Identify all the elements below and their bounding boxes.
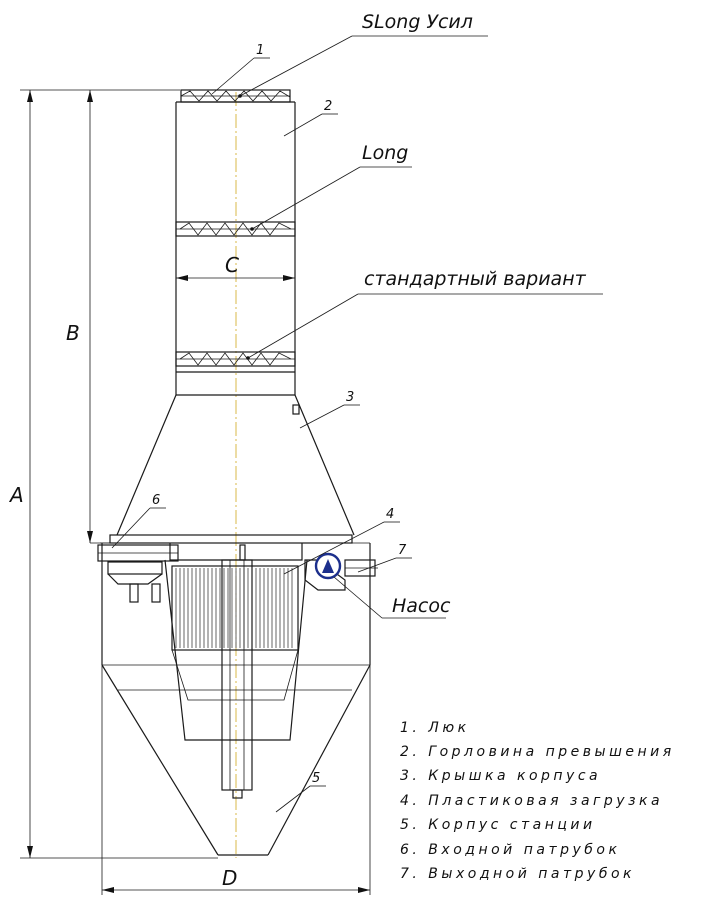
leader-pump — [333, 576, 446, 619]
callout-long: Long — [362, 142, 408, 164]
legend-item: 7. Выходной патрубок — [400, 866, 635, 882]
plastic-load-part-4 — [164, 543, 308, 741]
hatch-part-1 — [180, 89, 291, 103]
dimension-D-label: D — [222, 866, 237, 890]
part-leaders — [111, 57, 412, 813]
part-number-2: 2 — [324, 99, 332, 114]
dimension-A — [20, 89, 218, 859]
part-number-6: 6 — [152, 493, 160, 508]
part-number-5: 5 — [312, 771, 320, 786]
dimension-B — [87, 90, 110, 544]
part-number-7: 7 — [398, 543, 407, 558]
leader-long — [250, 166, 412, 231]
legend: 1. Люк 2. Горловина превышения 3. Крышка… — [400, 720, 675, 882]
legend-item: 3. Крышка корпуса — [400, 768, 601, 784]
callout-pump: Насос — [392, 595, 451, 617]
part-number-1: 1 — [256, 43, 264, 58]
legend-item: 1. Люк — [400, 720, 470, 736]
part-number-4: 4 — [386, 507, 394, 522]
leader-slong — [238, 35, 488, 98]
part-number-3: 3 — [346, 390, 354, 405]
legend-item: 6. Входной патрубок — [400, 842, 620, 858]
legend-item: 2. Горловина превышения — [400, 744, 675, 760]
inlet-pipe-part-6 — [97, 544, 179, 603]
dimension-D — [101, 665, 371, 895]
cover-cone-part-3 — [116, 394, 355, 536]
riser-neck-part-2 — [175, 101, 300, 415]
legend-item: 4. Пластиковая загрузка — [400, 793, 663, 809]
station-body-part-5 — [101, 543, 371, 856]
central-column — [221, 544, 253, 799]
callout-slong: SLong Усил — [362, 11, 473, 33]
dimension-A-label: A — [8, 483, 24, 507]
legend-item: 5. Корпус станции — [400, 817, 596, 833]
callout-standard: стандартный вариант — [364, 268, 587, 290]
pump-symbol-icon — [314, 552, 342, 580]
dimension-B-label: B — [66, 321, 80, 345]
leader-standard — [246, 293, 603, 360]
dimension-C — [176, 275, 295, 281]
flange-plate — [100, 534, 370, 544]
dimension-C-label: C — [225, 253, 239, 277]
